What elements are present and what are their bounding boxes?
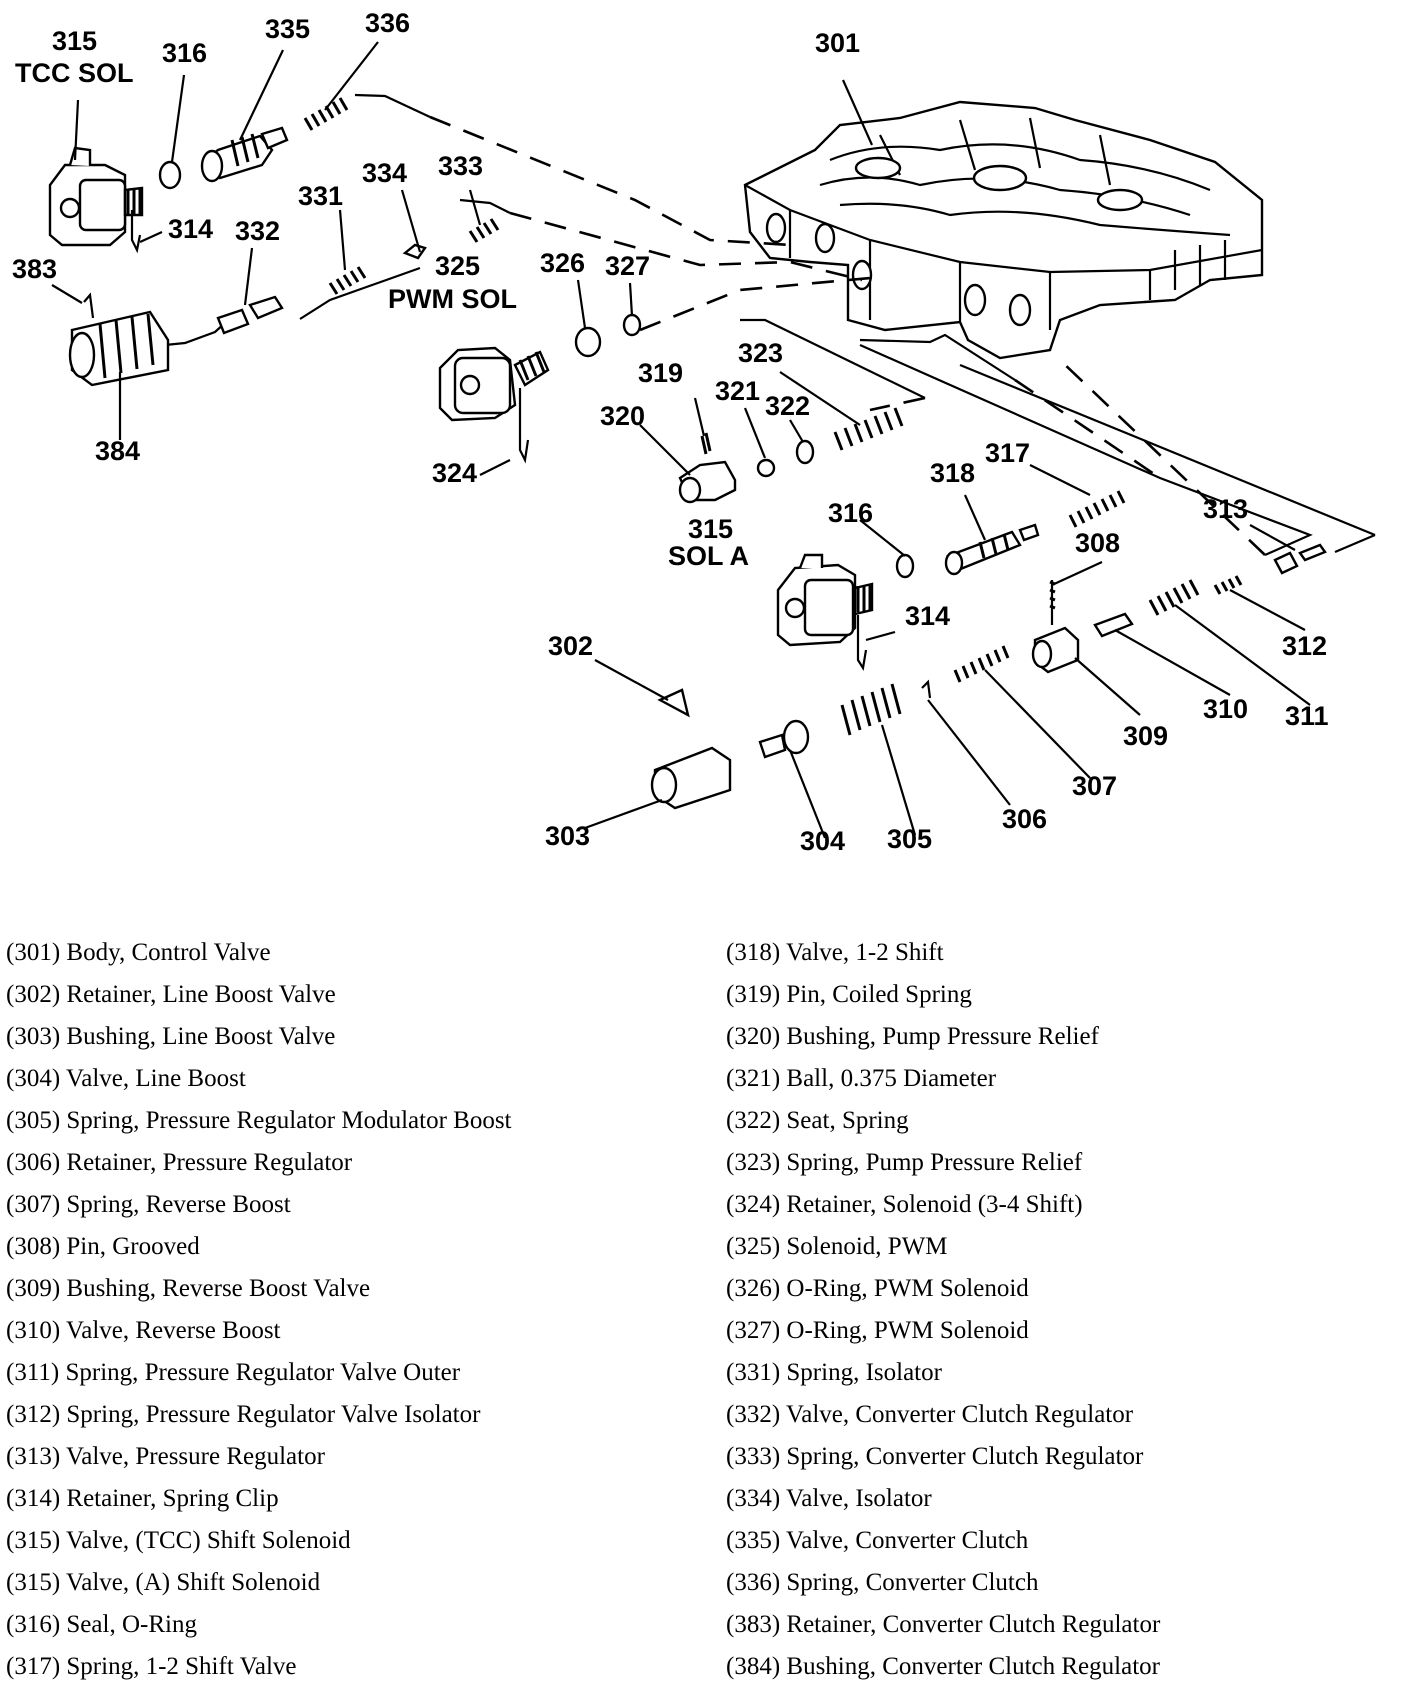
callout-331: 331	[298, 181, 343, 211]
legend-item: (335) Valve, Converter Clutch	[726, 1527, 1029, 1554]
label-tcc-sol: TCC SOL	[15, 58, 134, 88]
legend-item: (302) Retainer, Line Boost Valve	[6, 981, 336, 1008]
callout-314-bottom: 314	[905, 601, 950, 631]
callout-303: 303	[545, 821, 590, 851]
legend-item: (308) Pin, Grooved	[6, 1233, 200, 1260]
legend-item: (301) Body, Control Valve	[6, 939, 271, 966]
callout-307: 307	[1072, 771, 1117, 801]
legend-item: (313) Valve, Pressure Regulator	[6, 1443, 325, 1470]
control-valve-body	[743, 100, 1264, 360]
callout-336: 336	[365, 8, 410, 38]
legend-item: (320) Bushing, Pump Pressure Relief	[726, 1023, 1099, 1050]
callout-315-top: 315	[52, 26, 97, 56]
assembly-path-lines	[164, 93, 1376, 557]
line-boost-reverse-boost-group	[650, 543, 1327, 810]
legend-item: (333) Spring, Converter Clutch Regulator	[726, 1443, 1144, 1470]
legend-item: (307) Spring, Reverse Boost	[6, 1191, 291, 1218]
callout-304: 304	[800, 826, 845, 856]
callout-315-bottom: 315	[688, 514, 733, 544]
legend-item: (336) Spring, Converter Clutch	[726, 1569, 1039, 1596]
callout-332: 332	[235, 216, 280, 246]
callout-306: 306	[1002, 804, 1047, 834]
legend-item: (310) Valve, Reverse Boost	[6, 1317, 281, 1344]
callout-301: 301	[815, 28, 860, 58]
callout-310: 310	[1203, 694, 1248, 724]
legend-item: (312) Spring, Pressure Regulator Valve I…	[6, 1401, 481, 1428]
legend-item: (319) Pin, Coiled Spring	[726, 981, 972, 1008]
legend-item: (315) Valve, (A) Shift Solenoid	[6, 1569, 321, 1596]
callout-384: 384	[95, 436, 140, 466]
callout-323: 323	[738, 338, 783, 368]
legend-item: (383) Retainer, Converter Clutch Regulat…	[726, 1611, 1161, 1638]
legend-item: (324) Retainer, Solenoid (3-4 Shift)	[726, 1191, 1083, 1218]
parts-legend: (301) Body, Control Valve (302) Retainer…	[0, 932, 1408, 1688]
callout-319: 319	[638, 358, 683, 388]
pump-pressure-relief-group	[678, 407, 904, 504]
legend-item: (304) Valve, Line Boost	[6, 1065, 246, 1092]
callout-317: 317	[985, 438, 1030, 468]
shift-solenoid-a-group	[776, 490, 1126, 672]
legend-item: (303) Bushing, Line Boost Valve	[6, 1023, 336, 1050]
pwm-solenoid-group	[438, 313, 642, 464]
callout-318: 318	[930, 458, 975, 488]
callout-314-top: 314	[168, 214, 213, 244]
legend-item: (325) Solenoid, PWM	[726, 1233, 948, 1260]
callout-labels: 301 302 303 304 305 306 307 308 309 310 …	[12, 8, 1329, 856]
callout-321: 321	[715, 376, 760, 406]
legend-item: (317) Spring, 1-2 Shift Valve	[6, 1653, 297, 1680]
callout-324: 324	[432, 458, 477, 488]
callout-320: 320	[600, 401, 645, 431]
legend-item: (326) O-Ring, PWM Solenoid	[726, 1275, 1029, 1302]
callout-325: 325	[435, 251, 480, 281]
exploded-parts-diagram: 301 302 303 304 305 306 307 308 309 310 …	[12, 8, 1376, 856]
legend-item: (314) Retainer, Spring Clip	[6, 1485, 279, 1512]
leader-lines	[51, 41, 1311, 839]
legend-item: (316) Seal, O-Ring	[6, 1611, 197, 1638]
legend-item: (318) Valve, 1-2 Shift	[726, 939, 944, 966]
callout-322: 322	[765, 391, 810, 421]
legend-item: (311) Spring, Pressure Regulator Valve O…	[6, 1359, 461, 1386]
callout-305: 305	[887, 824, 932, 854]
callout-326: 326	[540, 248, 585, 278]
callout-333: 333	[438, 151, 483, 181]
callout-311: 311	[1285, 701, 1329, 731]
legend-item: (322) Seat, Spring	[726, 1107, 909, 1134]
callout-312: 312	[1282, 631, 1327, 661]
callout-334: 334	[362, 158, 407, 188]
legend-item: (321) Ball, 0.375 Diameter	[726, 1065, 997, 1092]
legend-item: (331) Spring, Isolator	[726, 1359, 942, 1386]
callout-308: 308	[1075, 528, 1120, 558]
legend-item: (334) Valve, Isolator	[726, 1485, 932, 1512]
legend-item: (327) O-Ring, PWM Solenoid	[726, 1317, 1029, 1344]
tcc-solenoid-group	[48, 97, 349, 254]
legend-item: (384) Bushing, Converter Clutch Regulato…	[726, 1653, 1160, 1680]
legend-item: (309) Bushing, Reverse Boost Valve	[6, 1275, 371, 1302]
callout-383: 383	[12, 254, 57, 284]
legend-item: (306) Retainer, Pressure Regulator	[6, 1149, 353, 1176]
callout-309: 309	[1123, 721, 1168, 751]
label-pwm-sol: PWM SOL	[388, 284, 517, 314]
callout-327: 327	[605, 251, 650, 281]
callout-316-top: 316	[162, 38, 207, 68]
legend-item: (332) Valve, Converter Clutch Regulator	[726, 1401, 1134, 1428]
legend-column-right: (318) Valve, 1-2 Shift (319) Pin, Coiled…	[726, 932, 1160, 1688]
callout-316-bottom: 316	[828, 498, 873, 528]
legend-item: (315) Valve, (TCC) Shift Solenoid	[6, 1527, 351, 1554]
callout-335: 335	[265, 14, 310, 44]
callout-313: 313	[1203, 494, 1248, 524]
legend-column-left: (301) Body, Control Valve (302) Retainer…	[6, 932, 512, 1688]
label-sol-a: SOL A	[668, 541, 749, 571]
legend-item: (323) Spring, Pump Pressure Relief	[726, 1149, 1083, 1176]
legend-item: (305) Spring, Pressure Regulator Modulat…	[6, 1107, 512, 1134]
callout-302: 302	[548, 631, 593, 661]
